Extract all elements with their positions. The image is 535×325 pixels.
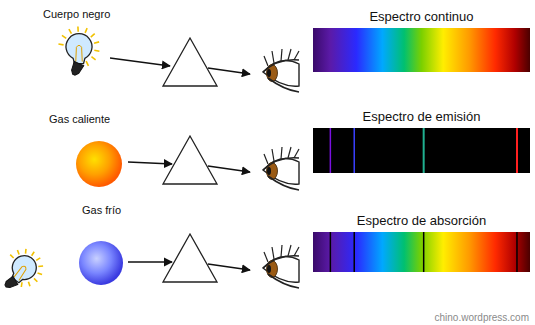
- eyelid: [263, 158, 299, 190]
- light-ray-short: [85, 28, 87, 33]
- light-ray-short: [36, 257, 40, 262]
- emission-line: [353, 128, 355, 173]
- watermark: chino.wordpress.com: [435, 312, 529, 323]
- eye: [263, 245, 299, 288]
- eyelash: [264, 252, 268, 262]
- shape: [313, 28, 530, 72]
- eyelash: [264, 154, 268, 164]
- light-ray-short: [62, 35, 66, 38]
- absorption-spectrum: Espectro de absorción: [313, 232, 530, 272]
- light-bulb: [58, 27, 99, 77]
- light-ray: [110, 58, 170, 66]
- continuous-spectrum: Espectro continuo: [313, 28, 530, 72]
- light-ray-short: [24, 249, 28, 254]
- filament: [76, 45, 83, 61]
- eyelash: [288, 147, 291, 158]
- absorption-line: [330, 232, 332, 272]
- light-ray-short: [69, 29, 72, 34]
- eyelash: [264, 56, 268, 66]
- light-bulb: [0, 241, 50, 301]
- pupil: [267, 167, 271, 175]
- filament: [14, 265, 28, 281]
- source-label: Gas frío: [82, 204, 121, 216]
- eyelash: [272, 149, 274, 161]
- light-ray-short: [31, 252, 34, 256]
- emission-line: [423, 128, 425, 173]
- light-ray: [128, 162, 172, 164]
- eye-white: [263, 158, 299, 184]
- bulb-glass: [66, 34, 92, 64]
- eye-white: [263, 256, 299, 282]
- light-ray-short: [27, 282, 32, 287]
- light-ray-short: [38, 264, 43, 269]
- eyelash: [288, 245, 291, 256]
- absorption-line: [353, 232, 355, 272]
- light-ray-short: [16, 250, 21, 255]
- spectrum-title: Espectro de absorción: [313, 213, 530, 228]
- eyelash: [294, 51, 299, 60]
- eyelash: [272, 51, 274, 63]
- eyelash: [281, 245, 282, 257]
- eyelash: [288, 49, 291, 60]
- black-body-source: Cuerpo negro: [55, 26, 107, 82]
- pupil: [267, 265, 271, 273]
- gas-sphere: [79, 241, 123, 285]
- source-label: Cuerpo negro: [43, 8, 110, 20]
- hot-gas: Gas caliente: [75, 140, 123, 188]
- bulb-base: [3, 276, 18, 290]
- light-ray-short: [91, 57, 95, 60]
- shape: [55, 26, 107, 82]
- light-ray-short: [20, 282, 24, 287]
- light-ray: [128, 261, 172, 262]
- cold-gas: Gas frío: [78, 240, 124, 286]
- light-ray-short: [58, 43, 63, 45]
- light-ray-short: [33, 278, 37, 281]
- eye: [263, 49, 299, 92]
- pupil: [267, 69, 271, 77]
- emission-line: [516, 128, 518, 173]
- light-ray-short: [77, 27, 79, 32]
- eyelash: [281, 49, 282, 61]
- eyelash: [294, 149, 299, 158]
- light-ray-short: [94, 42, 99, 43]
- light-ray-short: [38, 272, 43, 276]
- eyelid: [263, 256, 299, 288]
- spectrum-title: Espectro de emisión: [313, 109, 530, 124]
- absorption-line: [423, 232, 425, 272]
- prism: [163, 234, 217, 282]
- shape: [313, 128, 530, 173]
- light-ray: [208, 68, 250, 74]
- eye: [263, 147, 299, 190]
- emission-line: [330, 128, 332, 173]
- spectrum-title: Espectro continuo: [313, 9, 530, 24]
- bulb-base: [69, 61, 84, 77]
- light-ray-short: [10, 255, 14, 258]
- light-ray-short: [86, 61, 88, 66]
- eye-white: [263, 60, 299, 86]
- prism: [163, 136, 217, 184]
- source-label: Gas caliente: [49, 113, 110, 125]
- eyelash: [294, 247, 299, 256]
- eyelash: [272, 247, 274, 259]
- shape: [75, 140, 123, 188]
- light-ray-short: [91, 34, 95, 37]
- emission-spectrum: Espectro de emisión: [313, 128, 530, 173]
- eyelash: [281, 147, 282, 159]
- shape: [313, 232, 530, 272]
- prism: [163, 38, 217, 86]
- eyelid: [263, 60, 299, 92]
- light-ray: [208, 264, 250, 270]
- light-ray: [208, 166, 250, 172]
- gas-sphere: [76, 141, 122, 187]
- shape: [78, 240, 124, 286]
- absorption-line: [516, 232, 518, 272]
- light-ray-short: [94, 49, 99, 52]
